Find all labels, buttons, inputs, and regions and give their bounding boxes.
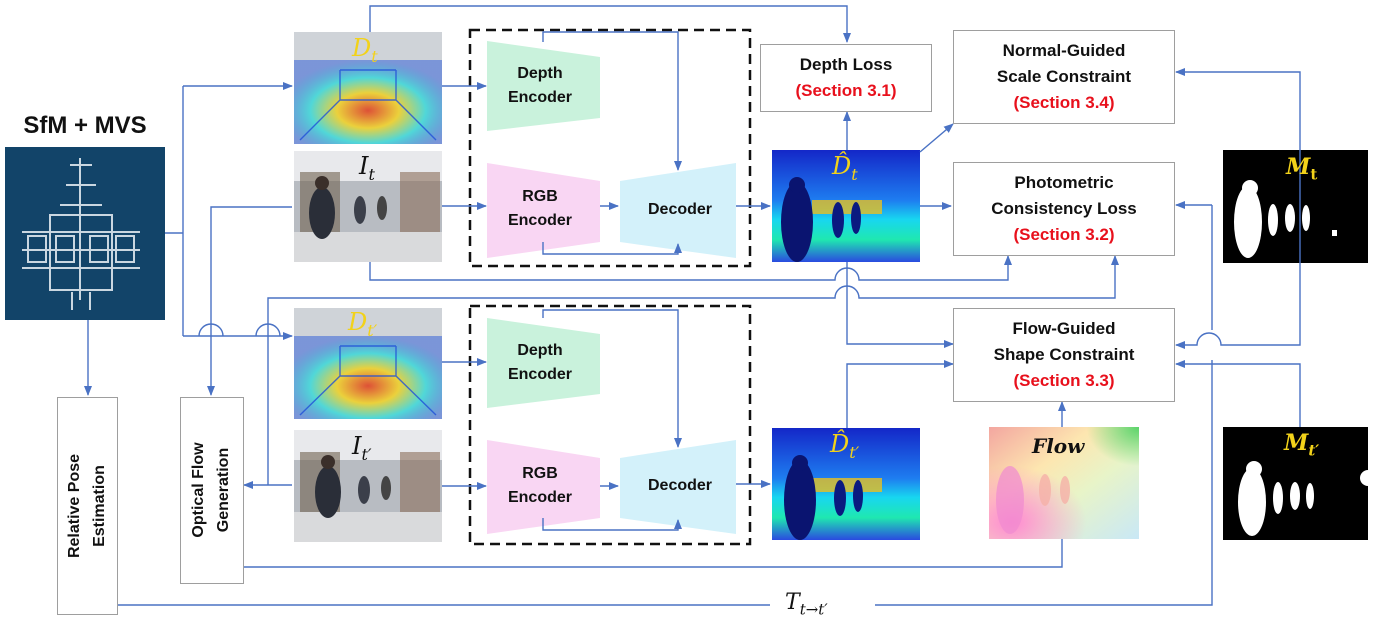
transform-label: Tt→t′ bbox=[782, 590, 831, 619]
photometric-box bbox=[953, 162, 1175, 256]
photometric-label: Photometric Consistency Loss (Section 3.… bbox=[991, 173, 1137, 244]
sfm-title: SfM + MVS bbox=[23, 112, 147, 139]
point-cloud-image bbox=[5, 147, 165, 320]
depth-loss-label: Depth Loss (Section 3.1) bbox=[795, 55, 897, 100]
decoder-shape-t-prime bbox=[620, 440, 736, 534]
depth-encoder-shape-t bbox=[487, 41, 600, 131]
optical-flow-image bbox=[989, 427, 1139, 539]
flow-guided-box bbox=[953, 308, 1175, 402]
rgb-image-t bbox=[294, 151, 442, 262]
optical-flow-generation-box bbox=[180, 397, 244, 584]
connectors bbox=[84, 5, 1301, 606]
depth-loss-box bbox=[760, 44, 932, 112]
pred-depth-label-t: D̂t bbox=[832, 152, 858, 184]
predicted-depth-image-t-prime bbox=[772, 428, 920, 540]
flow-gen-line1: Optical Flow bbox=[190, 442, 207, 538]
sparse-depth-image-t-prime bbox=[294, 308, 442, 419]
pose-box-line2: Estimation bbox=[91, 465, 108, 547]
sparse-depth-image-t bbox=[294, 32, 442, 144]
depth-label-t-prime: Dt′ bbox=[348, 308, 378, 340]
predicted-depth-image-t bbox=[772, 150, 920, 262]
relative-pose-estimation-label: Relative Pose Estimation bbox=[62, 400, 112, 612]
mask-label-t-prime: Mt′ bbox=[1284, 430, 1320, 460]
relative-pose-estimation-box bbox=[57, 397, 118, 615]
flow-gen-line2: Generation bbox=[215, 447, 232, 533]
depth-label-t: Dt bbox=[352, 34, 378, 66]
flow-label: Flow bbox=[1032, 434, 1085, 458]
rgb-image-t-prime bbox=[294, 430, 442, 542]
normal-guided-box bbox=[953, 30, 1175, 124]
normal-guided-label: Normal-Guided Scale Constraint (Section … bbox=[996, 41, 1132, 112]
pose-box-line1: Relative Pose bbox=[66, 453, 83, 559]
decoder-t-prime: Decoder bbox=[647, 477, 713, 494]
network-box-bottom bbox=[468, 304, 752, 546]
mask-image-t bbox=[1223, 150, 1368, 263]
flow-guided-label: Flow-Guided Shape Constraint (Section 3.… bbox=[993, 319, 1135, 390]
mask-label-t: Mt bbox=[1286, 154, 1318, 184]
decoder-t: Decoder bbox=[647, 201, 713, 218]
optical-flow-generation-label: Optical Flow Generation bbox=[186, 400, 236, 580]
decoder-shape-t bbox=[620, 163, 736, 258]
rgb-encoder-shape-t bbox=[487, 163, 600, 258]
depth-encoder-shape-t-prime bbox=[487, 318, 600, 408]
pred-depth-label-t-prime: D̂t′ bbox=[830, 430, 860, 462]
rgb-label-t: It bbox=[359, 152, 375, 184]
rgb-encoder-shape-t-prime bbox=[487, 440, 600, 534]
rgb-label-t-prime: It′ bbox=[352, 432, 372, 464]
mask-image-t-prime bbox=[1223, 427, 1376, 540]
network-box-top bbox=[468, 28, 752, 268]
